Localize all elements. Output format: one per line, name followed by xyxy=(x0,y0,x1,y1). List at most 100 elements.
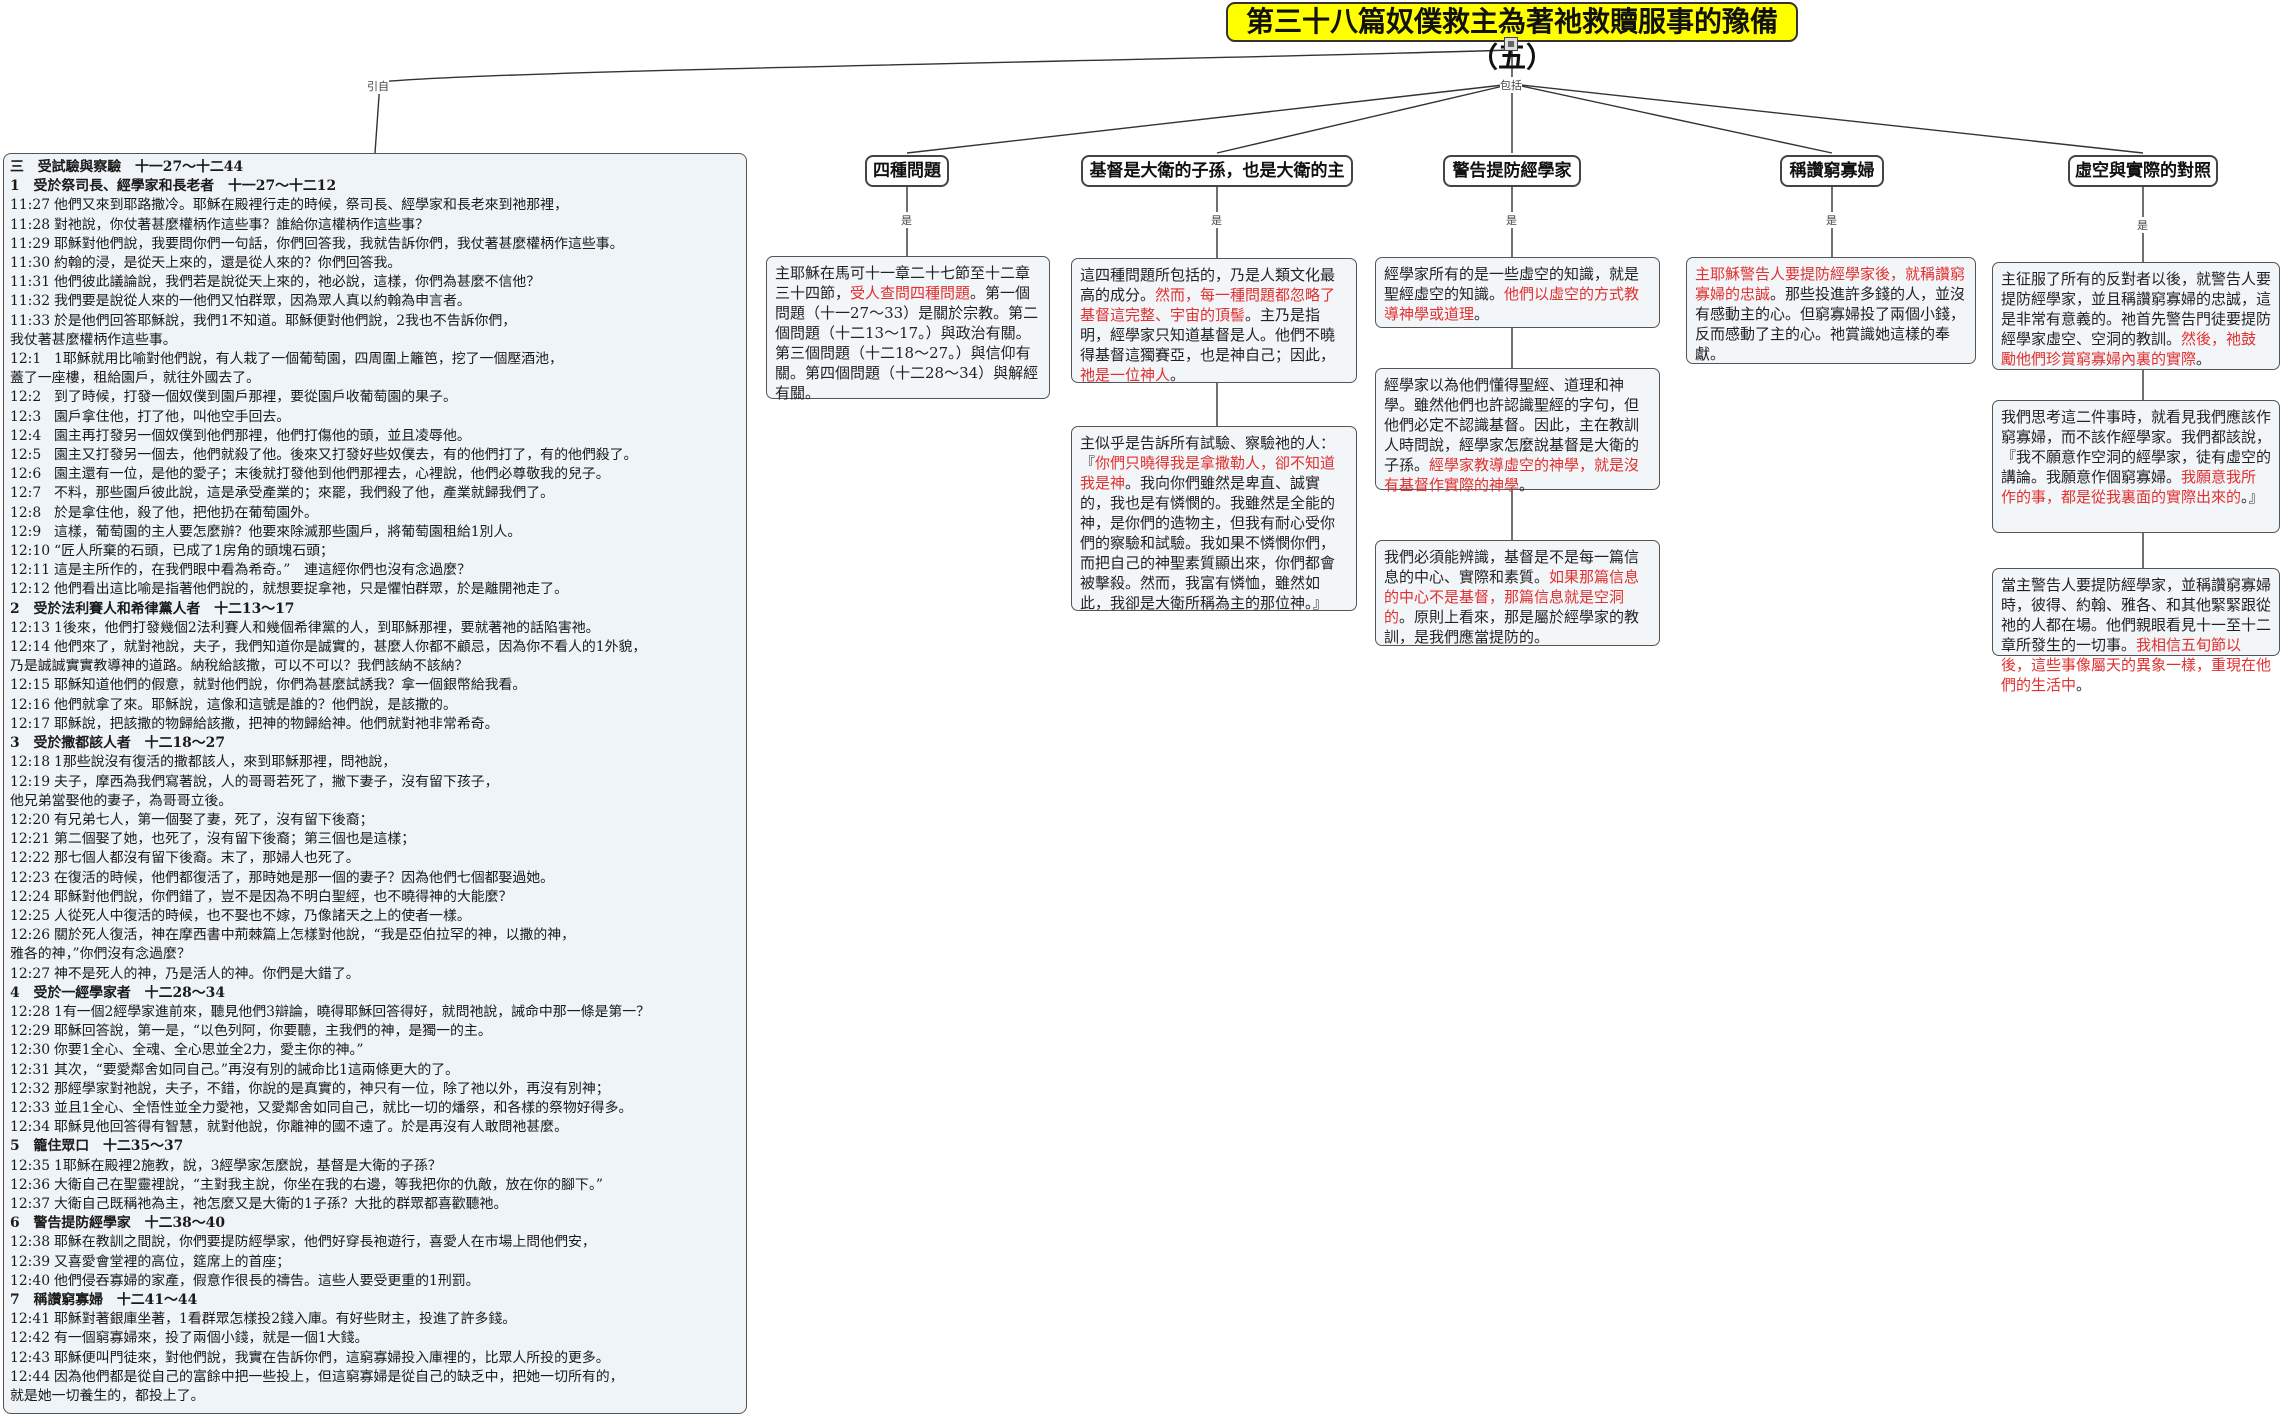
verse-text: 人從死人中復活的時候，也不娶也不嫁，乃像諸天之上的使者一樣。 xyxy=(54,907,471,924)
verse-text: 1有一個2經學家進前來，聽見他們3辯論，曉得耶穌回答得好，就問祂說，誡命中那一條… xyxy=(54,1003,651,1020)
verse-ref: 12:22 xyxy=(10,850,51,867)
verse-text: “匠人所棄的石頭，已成了1房角的頭塊石頭； xyxy=(54,543,334,560)
verse-ref: 11:29 xyxy=(10,235,51,252)
verse-ref: 12:24 xyxy=(10,888,51,905)
note-box: 當主警告人要提防經學家，並稱讚窮寡婦時，彼得、約翰、雅各、和其他緊緊跟從祂的人都… xyxy=(1992,568,2280,694)
verse-text: 對祂說，你仗著甚麼權柄作這些事？誰給你這權柄作這些事？ xyxy=(54,216,430,233)
note-text: 。 xyxy=(2196,350,2212,368)
verse-text: 到了時候，打發一個奴僕到園戶那裡，要從園戶收葡萄園的果子。 xyxy=(54,389,457,406)
verse-ref: 12:33 xyxy=(10,1099,51,1116)
verse-ref: 12:32 xyxy=(10,1080,51,1097)
branch-beware-scribes[interactable]: 警告提防經學家 xyxy=(1443,155,1581,187)
verse-ref: 12:20 xyxy=(10,811,51,828)
verse-text: 他們侵吞寡婦的家產，假意作很長的禱告。這些人要受更重的1刑罰。 xyxy=(54,1272,480,1289)
note-box: 經學家以為他們懂得聖經、道理和神學。雖然他們也許認識聖經的字句，但他們必定不認識… xyxy=(1375,368,1660,494)
verse-text: 在復活的時候，他們都復活了，那時她是那一個的妻子？因為他們七個都娶過她。 xyxy=(54,869,555,886)
note-text: 當主警告人要提防經學家，並稱讚窮寡婦時，彼得、約翰、雅各、和其他緊緊跟從祂的人都… xyxy=(2001,576,2272,654)
verse-ref: 12:15 xyxy=(10,677,51,694)
verse-ref: 12:2 xyxy=(10,389,42,406)
section-heading: 4 受於一經學家者 十二28～34 xyxy=(10,984,226,1001)
verse-ref: 12:19 xyxy=(10,773,51,790)
verse-text: 園主還有一位，是他的愛子；末後就打發他到他們那裡去，心裡說，他們必尊敬我的兒子。 xyxy=(54,466,610,483)
verse-text: 於是他們回答耶穌說，我們1不知道。耶穌便對他們說，2我也不告訴你們， xyxy=(54,312,517,329)
verse-line: 乃是誠誠實實教導神的道路。納稅給該撒，可以不可以？我們該納不該納？ xyxy=(10,657,740,676)
verse-ref: 12:1 xyxy=(10,351,42,368)
note-box: 經學家所有的是一些虛空的知識，就是聖經虛空的知識。他們以虛空的方式教導神學或道理… xyxy=(1375,257,1660,328)
note-text: 。 xyxy=(1170,366,1186,384)
verse-text: 園主再打發另一個奴僕到他們那裡，他們打傷他的頭，並且凌辱他。 xyxy=(54,427,471,444)
verse-text: 關於死人復活，神在摩西書中荊棘篇上怎樣對他說，“我是亞伯拉罕的神，以撒的神， xyxy=(54,927,576,944)
verse-text: 其次，“要愛鄰舍如同自己。”再沒有別的誡命比1這兩條更大的了。 xyxy=(54,1061,460,1078)
verse-ref: 11:32 xyxy=(10,293,51,310)
verse-ref: 12:26 xyxy=(10,927,51,944)
verse-ref: 11:30 xyxy=(10,255,51,272)
section-heading: 7 稱讚窮寡婦 十二41～44 xyxy=(10,1291,198,1308)
note-icon[interactable] xyxy=(1504,37,1518,51)
branch-vanity-vs-reality[interactable]: 虛空與實際的對照 xyxy=(2068,155,2218,187)
verse-ref: 12:37 xyxy=(10,1195,51,1212)
note-text: 主似乎是告訴所有試驗、察驗祂的人：『 xyxy=(1080,434,1336,472)
note-box: 主耶穌在馬可十一章二十七節至十二章三十四節，受人查問四種問題。第一個問題（十一2… xyxy=(766,256,1050,402)
note-box: 我們思考這二件事時，就看見我們應該作窮寡婦，而不該作經學家。我們都該說，『我不願… xyxy=(1992,400,2280,533)
verse-ref: 12:7 xyxy=(10,485,42,502)
verse-text: 有兄弟七人，第一個娶了妻，死了，沒有留下後裔； xyxy=(54,811,374,828)
verse-ref: 12:16 xyxy=(10,696,51,713)
verse-ref: 12:40 xyxy=(10,1272,51,1289)
verse-text: 神不是死人的神，乃是活人的神。你們是大錯了。 xyxy=(54,965,360,982)
edge-label-is: 是 xyxy=(1506,212,1517,228)
verse-ref: 12:36 xyxy=(10,1176,51,1193)
verse-text: 有一個窮寡婦來，投了兩個小錢，就是一個1大錢。 xyxy=(54,1330,369,1347)
verse-text: 夫子，摩西為我們寫著說，人的哥哥若死了，撇下妻子，沒有留下孩子， xyxy=(54,773,499,790)
verse-line: 我仗著甚麼權柄作這些事。 xyxy=(10,331,740,350)
verse-ref: 11:33 xyxy=(10,312,51,329)
verse-line: 蓋了一座樓，租給園戶，就往外國去了。 xyxy=(10,369,740,388)
verse-text: 那經學家對祂說，夫子，不錯，你說的是真實的，神只有一位，除了祂以外，再沒有別神； xyxy=(54,1080,610,1097)
verse-text: 大衛自己在聖靈裡說，“主對我主說，你坐在我的右邊，等我把你的仇敵，放在你的腳下。… xyxy=(54,1176,603,1193)
verse-text: 耶穌對他們說，我要問你們一句話，你們回答我，我就告訴你們，我仗著甚麼權柄作這些事… xyxy=(54,235,624,252)
branch-four-questions[interactable]: 四種問題 xyxy=(865,155,949,187)
verse-ref: 12:18 xyxy=(10,754,51,771)
note-box: 主似乎是告訴所有試驗、察驗祂的人：『你們只曉得我是拿撒勒人，卻不知道我是神。我向… xyxy=(1071,426,1357,612)
verse-ref: 12:12 xyxy=(10,581,51,598)
verse-text: 因為他們都是從自己的富餘中把一些投上，但這窮寡婦是從自己的缺乏中，把她一切所有的… xyxy=(54,1368,624,1385)
verse-ref: 12:14 xyxy=(10,639,51,656)
verse-text: 就是她一切養生的，都投上了。 xyxy=(10,1388,205,1404)
note-text: 。主乃是指明，經學家只知道基督是人。他們不曉得基督這獨賽亞，也是神自己；因此， xyxy=(1080,306,1336,364)
verse-ref: 12:3 xyxy=(10,408,42,425)
section-heading: 2 受於法利賽人和希律黨人者 十二13～17 xyxy=(10,600,295,617)
branch-son-and-lord-of-david[interactable]: 基督是大衛的子孫，也是大衛的主 xyxy=(1081,155,1353,187)
highlighted-text: 經學家教導虛空的神學，就是沒有基督作實際的神學 xyxy=(1384,456,1640,494)
root-title: 第三十八篇奴僕救主為著祂救贖服事的豫備（五） xyxy=(1226,2,1798,74)
branch-praise-widow[interactable]: 稱讚窮寡婦 xyxy=(1780,155,1884,187)
note-text: 。原則上看來，那是屬於經學家的教訓，是我們應當提防的。 xyxy=(1384,608,1640,646)
note-text: 。』 xyxy=(2241,488,2264,506)
verse-text: 這樣，葡萄園的主人要怎麼辦？他要來除滅那些園戶，將葡萄園租給1別人。 xyxy=(54,523,522,540)
note-text: 主耶穌在馬可十一章二十七節至十二章三十四節， xyxy=(775,264,1031,302)
note-text: 我們思考這二件事時，就看見我們應該作窮寡婦，而不該作經學家。我們都該說，『我不願… xyxy=(2001,408,2272,486)
verse-text: 1那些說沒有復活的撒都該人，來到耶穌那裡，問祂說， xyxy=(54,754,397,771)
verse-text: 又喜愛會堂裡的高位，筵席上的首座； xyxy=(54,1253,291,1270)
highlighted-text: 然而，每一種問題都忽略了基督這完整、宇宙的頂髻 xyxy=(1080,286,1336,324)
verse-text: 那七個人都沒有留下後裔。末了，那婦人也死了。 xyxy=(54,850,360,867)
